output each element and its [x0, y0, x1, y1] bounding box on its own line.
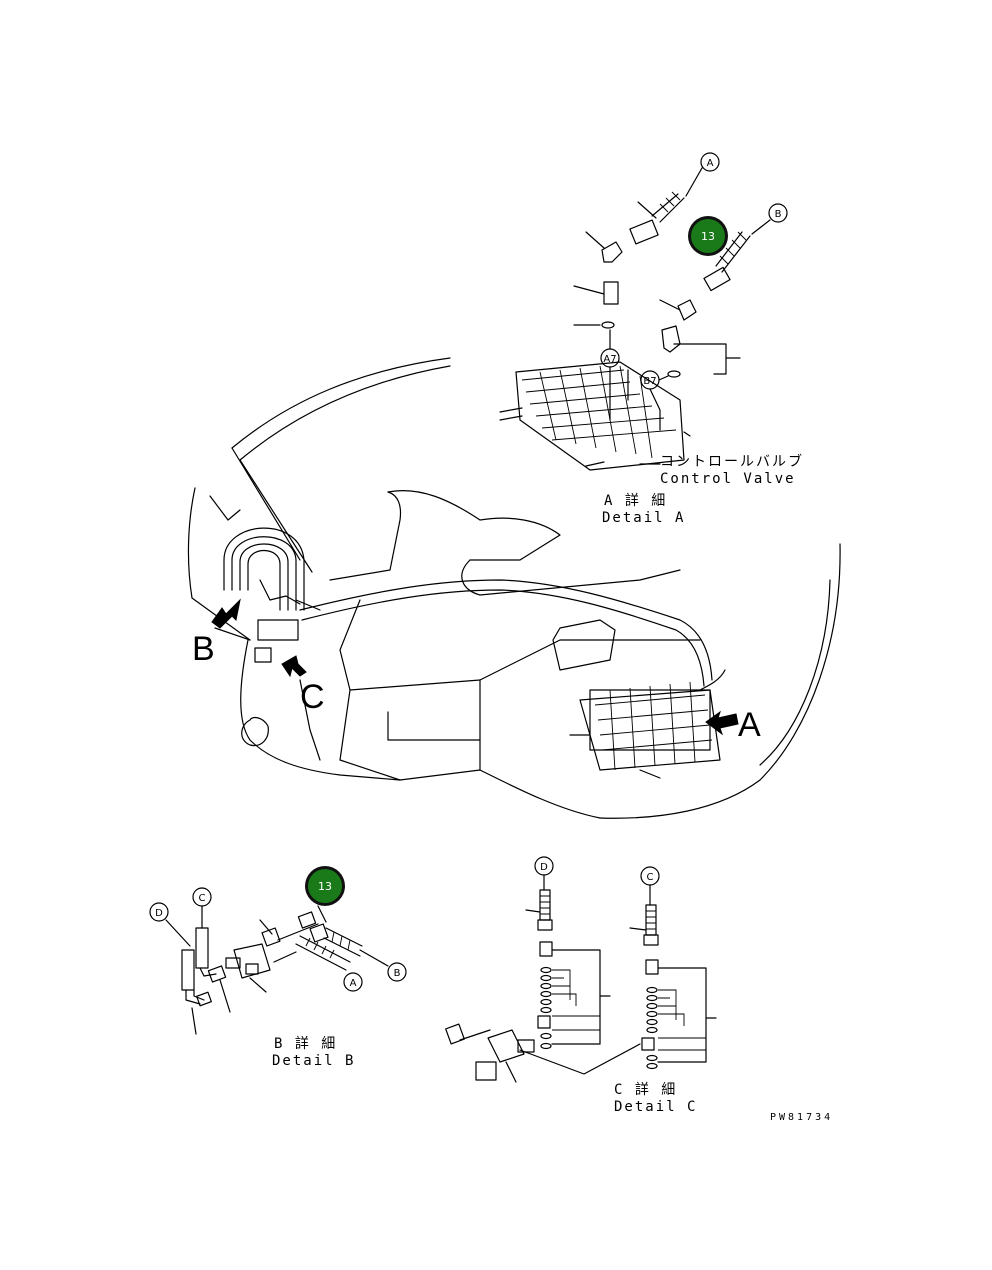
callout-a-top: A: [707, 158, 714, 169]
callout-a-circle-b: [343, 972, 363, 992]
callout-b-b: B: [394, 968, 401, 979]
detail-c-jp-label: C 詳 細: [614, 1082, 677, 1098]
view-arrow-b: B: [192, 598, 251, 668]
callout-b-circle-top: [768, 203, 788, 223]
view-marker-b: B: [192, 630, 215, 668]
control-valve-installed: [569, 669, 726, 779]
detail-a-jp-label: A 詳 細: [604, 493, 667, 509]
view-marker-a: A: [738, 706, 761, 744]
item-badge-bottom-number: 13: [318, 880, 332, 893]
item-badge-top-number: 13: [701, 230, 715, 243]
drawing-number: PW81734: [770, 1112, 833, 1123]
port-a7-label: A7: [603, 354, 616, 365]
item-badge-top: [691, 219, 725, 253]
callout-b-top: B: [775, 209, 782, 220]
callout-c-b: C: [199, 893, 206, 904]
view-arrow-c: C: [281, 655, 325, 716]
hose-loop: [223, 527, 321, 663]
control-valve-detail: [499, 361, 691, 471]
detail-c-en-label: Detail C: [614, 1099, 697, 1115]
detail-a: A B 13: [499, 152, 804, 526]
view-arrow-a: A: [705, 706, 761, 744]
detail-b-jp-label: B 詳 細: [274, 1036, 337, 1052]
callout-a-circle-top: [700, 152, 720, 172]
callout-d-c: D: [540, 862, 548, 873]
callout-d-b: D: [155, 908, 163, 919]
callout-a-b: A: [350, 978, 357, 989]
control-valve-jp-label: コントロールバルブ: [660, 453, 804, 470]
detail-b-en-label: Detail B: [272, 1053, 355, 1069]
view-marker-c: C: [300, 678, 325, 716]
callout-c-c: C: [647, 872, 654, 883]
item-badge-bottom: [308, 869, 342, 903]
control-valve-en-label: Control Valve: [660, 471, 796, 487]
callout-d-circle-b: [149, 902, 169, 922]
machine-overview: [187, 357, 841, 819]
detail-c: D C: [445, 856, 717, 1115]
detail-b: D C A B 13: [149, 866, 407, 1069]
detail-a-en-label: Detail A: [602, 510, 685, 526]
callout-b-circle-b: [387, 962, 407, 982]
